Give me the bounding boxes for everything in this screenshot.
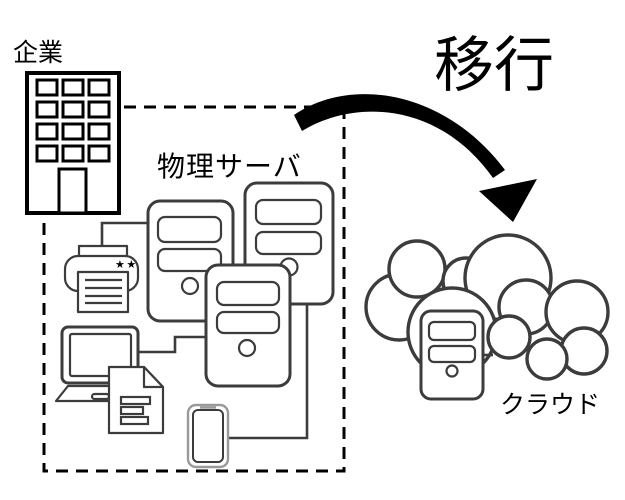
phone-server-connector	[228, 303, 309, 440]
building-windows	[35, 78, 111, 163]
building-door	[57, 167, 88, 215]
physical-server-label: 物理サーバ	[157, 151, 302, 182]
connector-lines	[100, 221, 309, 440]
cloud-label: クラウド	[500, 391, 600, 419]
server-tower-icon	[419, 309, 485, 401]
document-icon	[107, 365, 165, 435]
on-premises-dashed-boundary	[42, 105, 346, 473]
server-tower-icon	[204, 263, 292, 388]
printer-icon: ★★	[63, 244, 140, 314]
migration-label: 移行	[434, 32, 554, 99]
printer-paper-lines	[85, 278, 122, 305]
laptop-server-connector	[138, 335, 207, 354]
printer-stars: ★★	[115, 259, 138, 271]
company-label: 企業	[13, 39, 63, 67]
building-icon	[25, 71, 121, 215]
printer-server-connector	[100, 221, 148, 246]
smartphone-icon	[186, 403, 230, 469]
server-tower-icon	[243, 181, 335, 306]
curved-arrow-icon	[294, 94, 537, 222]
cloud-icon	[486, 278, 610, 381]
